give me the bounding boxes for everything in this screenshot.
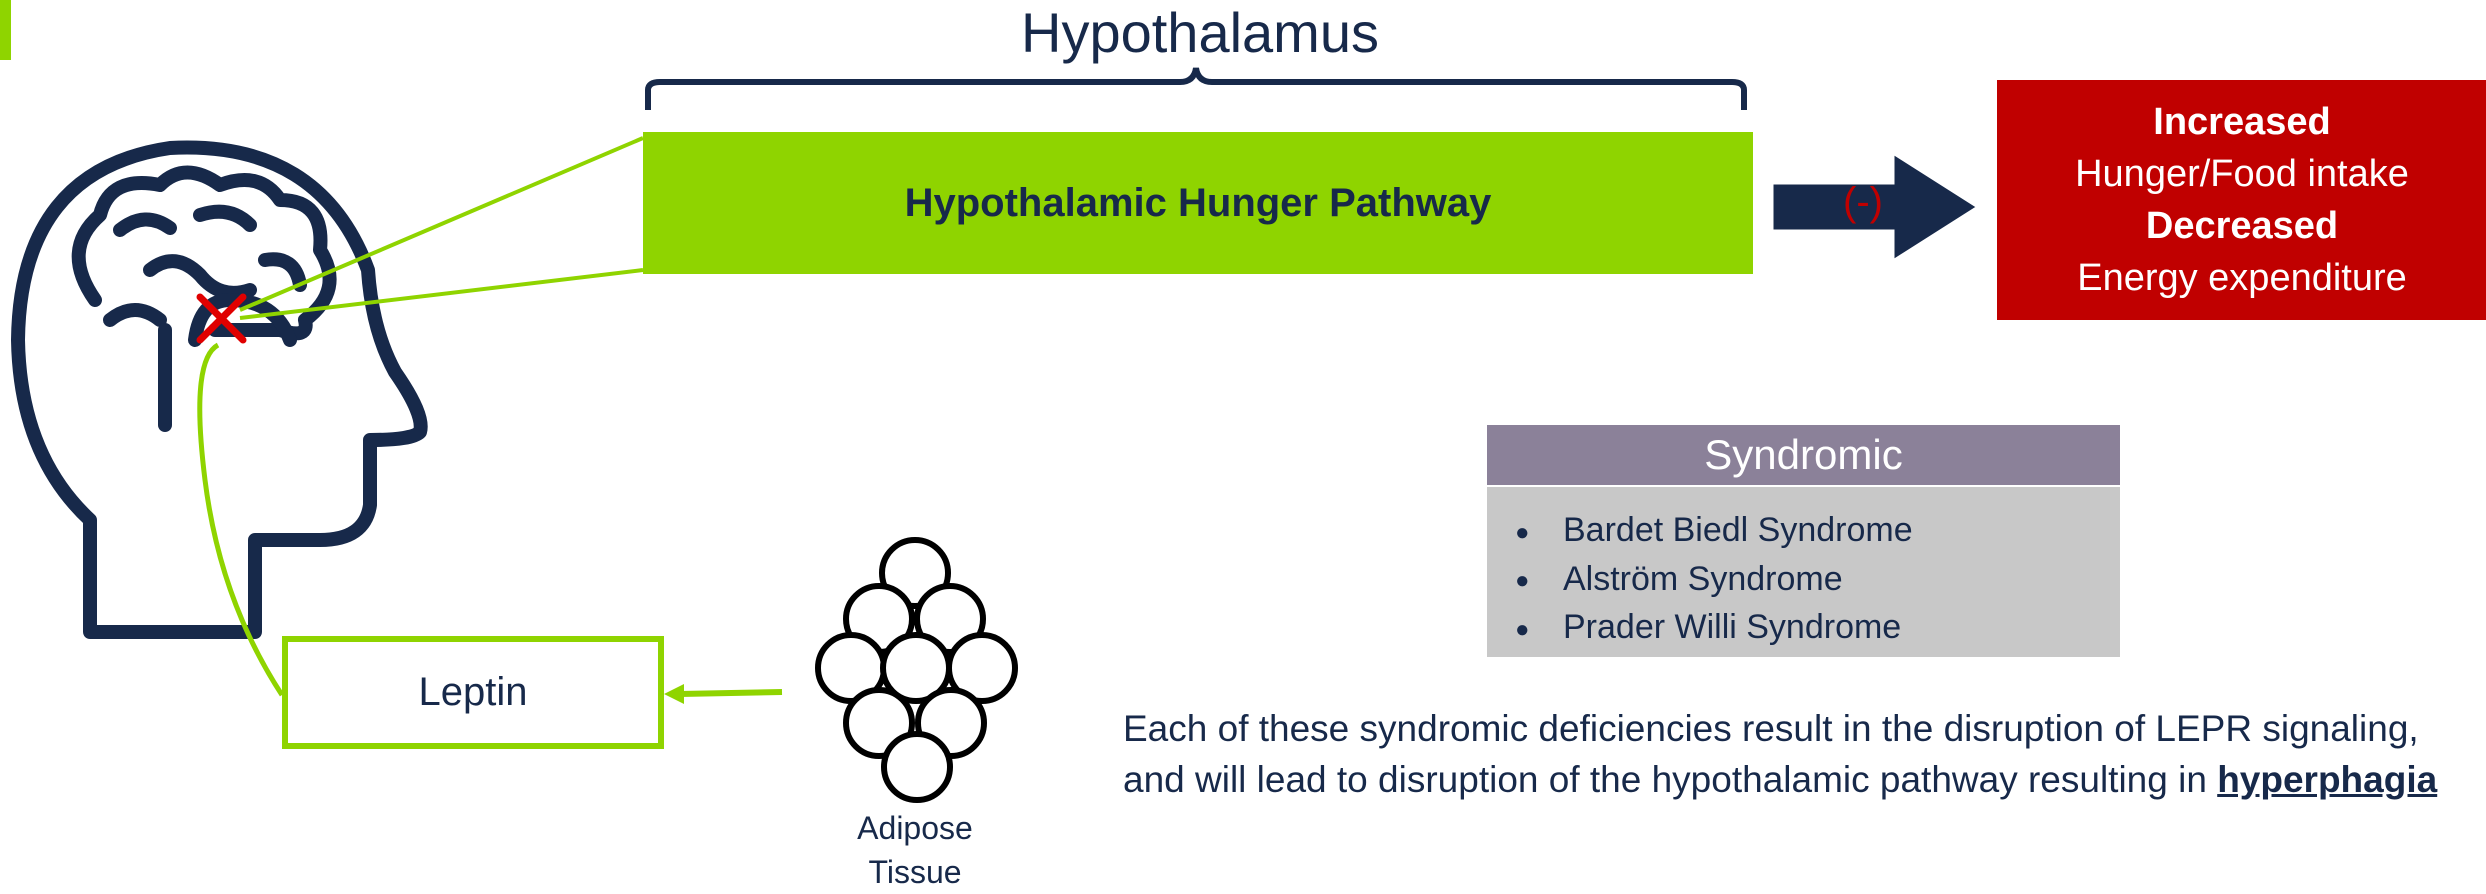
hypothalamus-label: Hypothalamus (905, 0, 1495, 66)
hunger-pathway-box: Hypothalamic Hunger Pathway (643, 132, 1753, 274)
explanation-text: Each of these syndromic deficiencies res… (1123, 703, 2483, 805)
inhibition-label: (-) (1838, 180, 1888, 225)
hunger-pathway-label: Hypothalamic Hunger Pathway (905, 181, 1492, 226)
syndromic-list-panel: ●Bardet Biedl Syndrome ●Alström Syndrome… (1487, 487, 2120, 657)
adipose-label-line-2: Tissue (830, 850, 1000, 894)
list-item: ●Alström Syndrome (1515, 556, 2120, 605)
connector-line-top (240, 138, 643, 310)
adipose-tissue-label: Adipose Tissue (830, 806, 1000, 894)
outcome-line-3: Decreased (2146, 200, 2338, 252)
curly-brace-icon (648, 68, 1744, 110)
bullet-icon: ● (1515, 509, 1563, 556)
syndrome-name: Alström Syndrome (1563, 560, 1843, 598)
outcome-line-2: Hunger/Food intake (2075, 148, 2409, 200)
explanation-emphasis: hyperphagia (2217, 759, 2437, 800)
syndromic-header: Syndromic (1487, 425, 2120, 485)
outcome-line-4: Energy expenditure (2077, 252, 2407, 304)
adipose-label-line-1: Adipose (830, 806, 1000, 850)
syndrome-name: Bardet Biedl Syndrome (1563, 511, 1913, 549)
bullet-icon: ● (1515, 557, 1563, 604)
adipose-to-leptin-arrow (664, 684, 782, 704)
leptin-connector (200, 345, 282, 695)
outcome-box: Increased Hunger/Food intake Decreased E… (1997, 80, 2486, 320)
syndrome-name: Prader Willi Syndrome (1563, 608, 1901, 646)
list-item: ●Prader Willi Syndrome (1515, 604, 2120, 653)
bullet-icon: ● (1515, 606, 1563, 653)
outcome-line-1: Increased (2153, 96, 2330, 148)
adipose-cells-icon (818, 540, 1015, 800)
leptin-box: Leptin (282, 636, 664, 749)
syndromic-list: ●Bardet Biedl Syndrome ●Alström Syndrome… (1515, 507, 2120, 653)
leptin-label: Leptin (419, 670, 528, 715)
list-item: ●Bardet Biedl Syndrome (1515, 507, 2120, 556)
